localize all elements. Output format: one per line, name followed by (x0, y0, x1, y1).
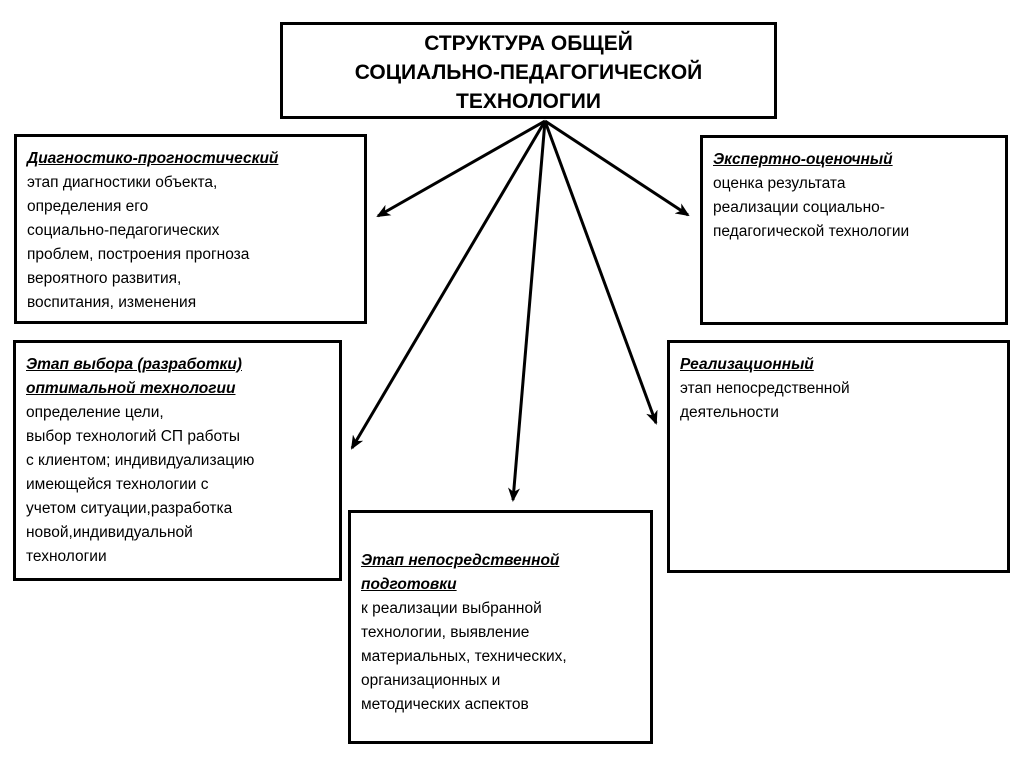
title-line-1: СТРУКТУРА ОБЩЕЙ (424, 32, 633, 55)
choice-line: технологии (26, 548, 107, 565)
diagnostic-line: вероятного развития, (27, 270, 182, 287)
diagnostic-line: воспитания, изменения (27, 294, 197, 311)
realization-line: этап непосредственной (680, 380, 850, 397)
preparation-line: методических аспектов (361, 696, 529, 713)
arrow-to-realization (543, 120, 658, 425)
preparation-stage-heading-2: подготовки (361, 576, 457, 593)
structure-title-box: СТРУКТУРА ОБЩЕЙ СОЦИАЛЬНО-ПЕДАГОГИЧЕСКОЙ… (280, 22, 777, 119)
arrow-to-preparation (508, 120, 547, 502)
expert-line: педагогической технологии (713, 223, 910, 240)
preparation-line: технологии, выявление (361, 624, 530, 641)
arrow-to-choice (350, 120, 547, 450)
expert-line: оценка результата (713, 175, 846, 192)
preparation-line: организационных и (361, 672, 501, 689)
title-line-3: ТЕХНОЛОГИИ (456, 90, 601, 113)
realization-stage-box: Реализационный этап непосредственной дея… (667, 340, 1010, 573)
arrow-to-diagnostic (376, 119, 546, 218)
choice-line: учетом ситуации,разработка (26, 500, 233, 517)
realization-stage-heading: Реализационный (680, 356, 814, 373)
choice-line: определение цели, (26, 404, 164, 421)
diagnostic-line: определения его (27, 198, 149, 215)
realization-line: деятельности (680, 404, 779, 421)
choice-stage-heading-2: оптимальной технологии (26, 380, 236, 397)
choice-line: новой,индивидуальной (26, 524, 193, 541)
choice-stage-heading-1: Этап выбора (разработки) (26, 356, 242, 373)
diagnostic-stage-box: Диагностико-прогностический этап диагнос… (14, 134, 367, 324)
choice-line: с клиентом; индивидуализацию (26, 452, 255, 469)
choice-line: выбор технологий СП работы (26, 428, 240, 445)
title-line-2: СОЦИАЛЬНО-ПЕДАГОГИЧЕСКОЙ (354, 61, 703, 84)
arrow-to-expert (544, 119, 690, 217)
expert-stage-heading: Экспертно-оценочный (713, 151, 893, 168)
choice-line: имеющейся технологии с (26, 476, 209, 493)
diagnostic-line: проблем, построения прогноза (27, 246, 250, 263)
preparation-stage-heading-1: Этап непосредственной (361, 552, 560, 569)
diagnostic-stage-heading: Диагностико-прогностический (27, 150, 279, 167)
diagnostic-line: социально-педагогических (27, 222, 220, 239)
preparation-stage-box: Этап непосредственной подготовки к реали… (348, 510, 653, 744)
preparation-line: материальных, технических, (361, 648, 567, 665)
diagnostic-line: этап диагностики объекта, (27, 174, 218, 191)
choice-stage-box: Этап выбора (разработки) оптимальной тех… (13, 340, 342, 581)
expert-line: реализации социально- (713, 199, 885, 216)
preparation-line: к реализации выбранной (361, 600, 542, 617)
expert-stage-box: Экспертно-оценочный оценка результата ре… (700, 135, 1008, 325)
